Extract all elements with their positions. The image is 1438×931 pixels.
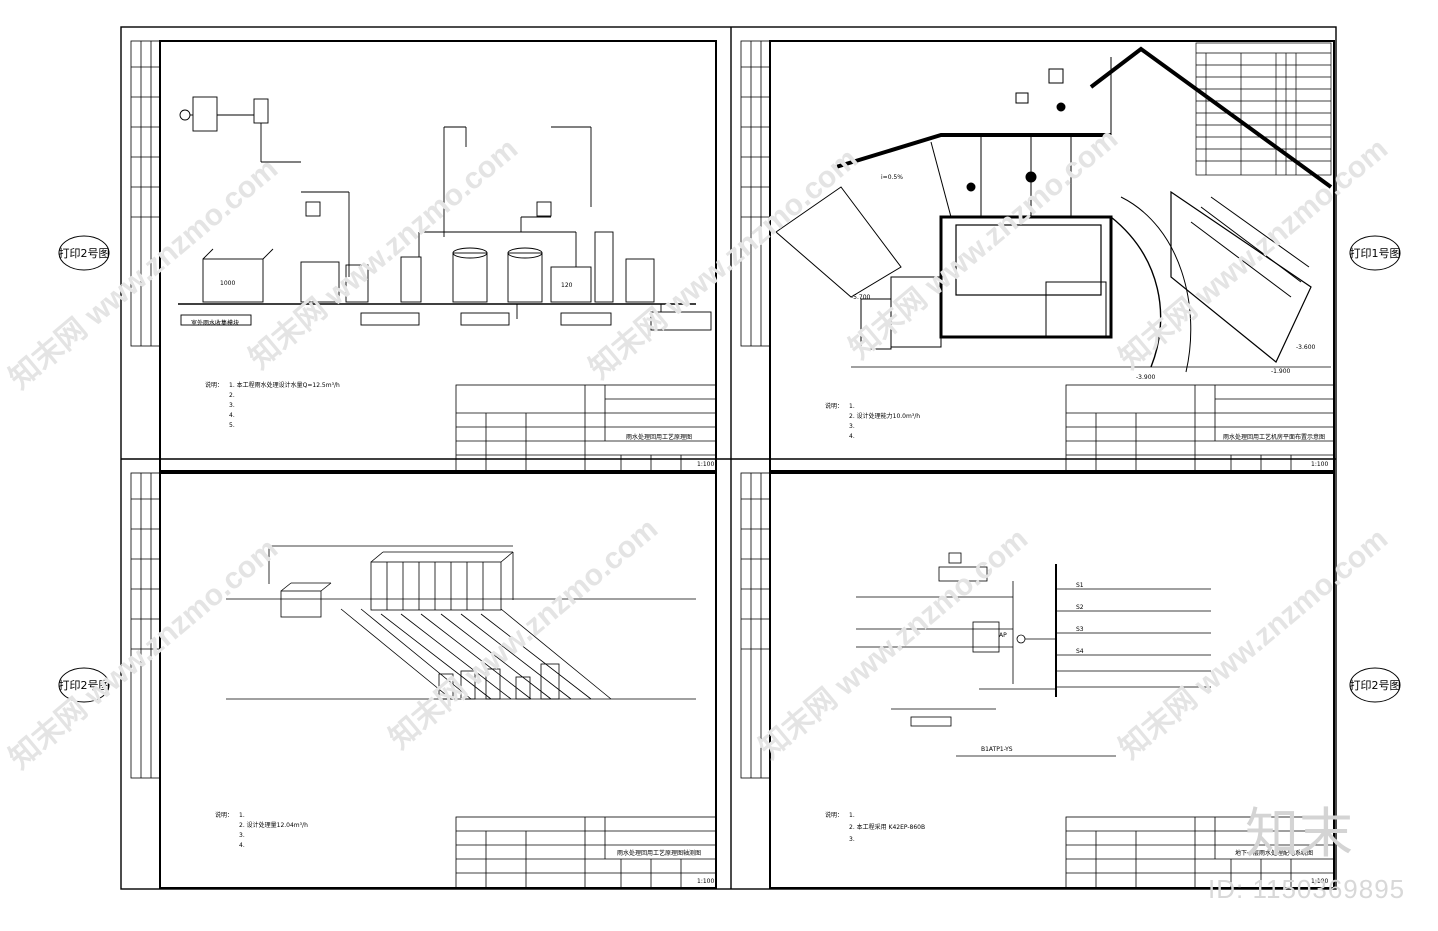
single-line-diagram	[856, 552, 1211, 757]
electrical-labels: B1ATP1-YS AP S1 S2 S3 S4	[981, 582, 1084, 753]
sheet-scale: 1:100	[1311, 461, 1328, 468]
title-block: 雨水处理回用工艺机房平面布置示意图 1:100	[1065, 384, 1335, 472]
svg-text:3.: 3.	[229, 402, 235, 409]
svg-text:知末网 www.znzmo.com: 知末网 www.znzmo.com	[3, 152, 284, 395]
notes-block: 说明： 1. 本工程雨水处理设计水量Q=12.5m³/h 2. 3. 4. 5.	[205, 381, 340, 429]
svg-text:打印2号图: 打印2号图	[59, 678, 110, 692]
svg-text:打印1号图: 打印1号图	[1350, 246, 1401, 260]
print-label-left-top: 打印2号图	[58, 235, 110, 271]
notes-block: 说明： 1. 2. 设计处理能力10.0m³/h 3. 4.	[825, 402, 920, 440]
process-schematic	[178, 96, 712, 331]
sheet-scale: 1:100	[697, 461, 714, 468]
process-labels: 室外雨水收集模块 1000 120	[191, 280, 573, 327]
svg-text:2. 设计处理能力10.0m³/h: 2. 设计处理能力10.0m³/h	[849, 412, 920, 420]
svg-text:S3: S3	[1076, 626, 1084, 633]
axonometric-drawing	[226, 545, 696, 700]
svg-text:120: 120	[561, 282, 573, 289]
svg-text:知末网 www.znzmo.com: 知末网 www.znzmo.com	[243, 132, 524, 375]
svg-text:1. 本工程雨水处理设计水量Q=12.5m³/h: 1. 本工程雨水处理设计水量Q=12.5m³/h	[229, 381, 340, 389]
svg-text:知末网 www.znzmo.com: 知末网 www.znzmo.com	[843, 122, 1124, 365]
svg-text:-5.700: -5.700	[851, 294, 871, 301]
print-label-right-top: 打印1号图	[1349, 235, 1401, 271]
svg-text:S1: S1	[1076, 582, 1084, 589]
svg-text:-1.900: -1.900	[1271, 368, 1291, 375]
sheet-title: 地下一层雨水处理配电系统图	[1235, 849, 1313, 857]
svg-text:5.: 5.	[229, 422, 235, 429]
svg-text:说明：: 说明：	[205, 381, 223, 389]
svg-text:打印2号图: 打印2号图	[59, 246, 110, 260]
svg-text:1000: 1000	[220, 280, 235, 287]
svg-text:4.: 4.	[849, 433, 855, 440]
svg-text:知末网 www.znzmo.com: 知末网 www.znzmo.com	[383, 512, 664, 755]
print-label-right-bottom: 打印2号图	[1349, 667, 1401, 703]
sheet-axonometric: 说明： 1. 2. 设计处理量12.04m³/h 3. 4. 雨水处理回用工艺原…	[130, 472, 717, 889]
svg-text:知末网 www.znzmo.com: 知末网 www.znzmo.com	[753, 522, 1034, 765]
svg-text:AP: AP	[999, 632, 1007, 639]
print-label-left-bottom: 打印2号图	[58, 667, 110, 703]
svg-text:1.: 1.	[849, 403, 855, 410]
title-block: 雨水处理回用工艺原理图 1:100	[455, 384, 717, 472]
svg-text:i=0.5%: i=0.5%	[881, 174, 903, 181]
svg-text:4.: 4.	[239, 842, 245, 849]
svg-text:2.: 2.	[229, 392, 235, 399]
brand-logo: 知末	[1245, 802, 1353, 865]
title-block: 地下一层雨水处理配电系统图 1:100	[1065, 816, 1335, 889]
notes-block: 说明： 1. 2. 本工程采用 K42EP-860B 3.	[825, 811, 925, 843]
svg-text:2. 本工程采用 K42EP-860B: 2. 本工程采用 K42EP-860B	[849, 823, 925, 831]
svg-text:1.: 1.	[849, 812, 855, 819]
svg-text:1.: 1.	[239, 812, 245, 819]
notes-block: 说明： 1. 2. 设计处理量12.04m³/h 3. 4.	[215, 811, 308, 849]
svg-text:室外雨水收集模块: 室外雨水收集模块	[191, 319, 239, 327]
title-block: 雨水处理回用工艺原理图轴测图 1:100	[455, 816, 717, 889]
svg-text:说明：: 说明：	[215, 811, 233, 819]
outer-frame	[120, 26, 1337, 890]
sheet-scale: 1:100	[697, 878, 714, 885]
svg-text:4.: 4.	[229, 412, 235, 419]
svg-text:打印2号图: 打印2号图	[1350, 678, 1401, 692]
svg-text:-3.600: -3.600	[1296, 344, 1316, 351]
sheet-title: 雨水处理回用工艺机房平面布置示意图	[1223, 433, 1325, 441]
svg-text:S4: S4	[1076, 648, 1084, 655]
image-id: ID: 1150369895	[1208, 874, 1405, 904]
svg-text:B1ATP1-YS: B1ATP1-YS	[981, 746, 1013, 753]
sheet-electrical-diagram: B1ATP1-YS AP S1 S2 S3 S4 说明： 1. 2. 本工程采用…	[740, 472, 1335, 889]
floor-plan-drawing	[775, 46, 1333, 373]
svg-text:-3.900: -3.900	[1136, 374, 1156, 381]
sheet-title: 雨水处理回用工艺原理图	[626, 433, 692, 441]
sheet-floor-plan: i=0.5% -5.700 -3.900 -1.900 -3.600 说明： 1…	[740, 40, 1335, 472]
svg-text:知末网 www.znzmo.com: 知末网 www.znzmo.com	[1113, 522, 1394, 765]
plan-labels: i=0.5% -5.700 -3.900 -1.900 -3.600	[851, 174, 1316, 381]
sheet-process-diagram: 室外雨水收集模块 1000 120 说明： 1. 本工程雨水处理设计水量Q=12…	[130, 40, 717, 472]
svg-text:说明：: 说明：	[825, 811, 843, 819]
sheet-title: 雨水处理回用工艺原理图轴测图	[617, 849, 701, 857]
sheet-scale: 1:100	[1311, 878, 1328, 885]
svg-text:S2: S2	[1076, 604, 1084, 611]
svg-text:说明：: 说明：	[825, 402, 843, 410]
legend-table	[1195, 42, 1332, 176]
svg-text:知末网 www.znzmo.com: 知末网 www.znzmo.com	[583, 142, 864, 385]
svg-text:3.: 3.	[239, 832, 245, 839]
svg-text:知末网 www.znzmo.com: 知末网 www.znzmo.com	[3, 532, 284, 775]
svg-text:3.: 3.	[849, 836, 855, 843]
watermark-layer: 知末网 www.znzmo.com 知末网 www.znzmo.com 知末网 …	[3, 122, 1394, 775]
svg-text:3.: 3.	[849, 423, 855, 430]
svg-text:2. 设计处理量12.04m³/h: 2. 设计处理量12.04m³/h	[239, 821, 308, 829]
